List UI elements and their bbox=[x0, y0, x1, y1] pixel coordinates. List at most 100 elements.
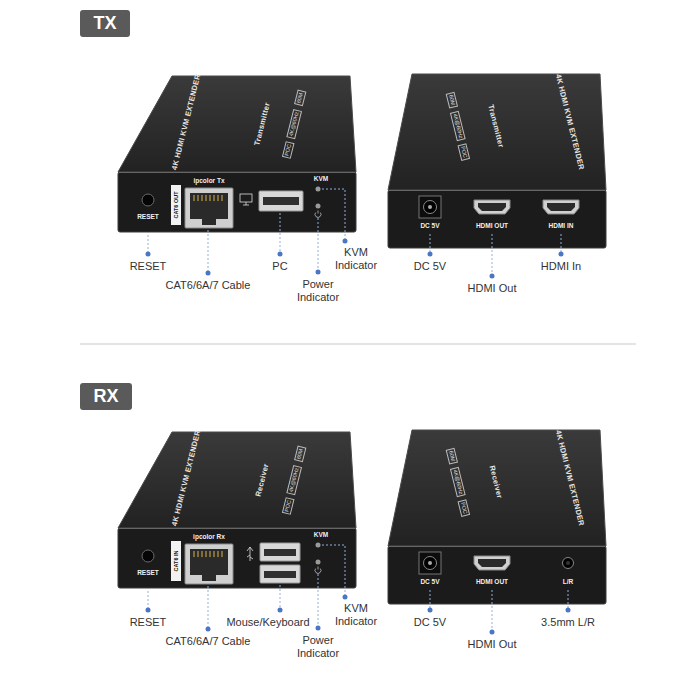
leader-line bbox=[568, 590, 569, 608]
housing-print: Receiver bbox=[488, 465, 505, 500]
leader-dot bbox=[428, 608, 433, 613]
leader-dot bbox=[428, 252, 433, 257]
callout-label: Power Indicator bbox=[287, 634, 349, 660]
receiver-group bbox=[118, 430, 606, 635]
housing-print: Receiver bbox=[254, 463, 271, 498]
leader-line bbox=[280, 213, 281, 252]
port-marking: L/R bbox=[563, 578, 573, 586]
usb-socket bbox=[264, 571, 296, 578]
housing-print: 4K HDMI KVM EXTENDER bbox=[170, 73, 203, 171]
port-marking: DC 5V bbox=[420, 222, 439, 230]
port-marking: HDMI OUT bbox=[476, 578, 508, 586]
leader-line bbox=[208, 586, 209, 627]
spec-badge: 4K@60Hz bbox=[450, 467, 465, 497]
leader-dot bbox=[146, 608, 151, 613]
callout-label: CAT6/6A/7 Cable bbox=[166, 635, 251, 648]
spec-badge: 4K@60Hz bbox=[286, 465, 301, 495]
leader-dot bbox=[559, 252, 564, 257]
usb-port bbox=[260, 543, 300, 561]
spec-badge: 4K@60Hz bbox=[286, 109, 301, 139]
pc-icon-stand bbox=[243, 202, 249, 205]
leader-line bbox=[430, 234, 431, 252]
leader-line bbox=[322, 545, 345, 595]
callout-label: DC 5V bbox=[414, 260, 446, 273]
leader-line bbox=[208, 230, 209, 271]
section-badge: RX bbox=[80, 383, 132, 410]
leader-dot bbox=[146, 252, 151, 257]
leader-dot bbox=[278, 608, 283, 613]
leader-dot bbox=[316, 626, 321, 631]
housing-print: 4K HDMI KVM EXTENDER bbox=[170, 429, 203, 527]
callout-label: HDMI In bbox=[541, 260, 581, 273]
leader-dot bbox=[316, 270, 321, 275]
callout-label: PC bbox=[272, 260, 287, 273]
leader-dots bbox=[146, 595, 571, 635]
leader-dot bbox=[343, 239, 348, 244]
usb-port bbox=[260, 565, 300, 583]
pc-icon bbox=[240, 194, 252, 202]
leader-dots bbox=[146, 239, 564, 279]
callout-label: 3.5mm L/R bbox=[541, 616, 595, 629]
leader-dot bbox=[490, 630, 495, 635]
transmitter-front bbox=[118, 76, 356, 232]
spec-badge: 4K@60Hz bbox=[450, 111, 465, 141]
leader-line bbox=[430, 590, 431, 608]
leader-dot bbox=[206, 271, 211, 276]
spec-badge: POC bbox=[282, 141, 294, 159]
leader-line bbox=[492, 234, 493, 274]
housing-print: 4K HDMI KVM EXTENDER bbox=[554, 429, 587, 527]
leader-line bbox=[561, 234, 562, 252]
leader-lines bbox=[148, 189, 561, 274]
leader-dot bbox=[566, 608, 571, 613]
callout-label: DC 5V bbox=[414, 616, 446, 629]
leader-dot bbox=[278, 252, 283, 257]
port-tag: CAT6 IN bbox=[173, 549, 180, 574]
spec-badge: POC bbox=[458, 499, 470, 517]
callout-label: RESET bbox=[130, 616, 167, 629]
leader-dot bbox=[490, 274, 495, 279]
port-tag: CAT6 OUT bbox=[173, 189, 180, 220]
leader-line bbox=[280, 585, 281, 608]
section-divider bbox=[80, 343, 636, 345]
spec-badge: POC bbox=[282, 497, 294, 515]
port-marking: KVM bbox=[314, 175, 328, 183]
port-marking: RESET bbox=[137, 213, 159, 221]
usb-icon bbox=[247, 547, 253, 561]
callout-label: KVM Indicator bbox=[327, 246, 385, 272]
port-marking: ipcolor Rx bbox=[193, 533, 225, 541]
leader-line bbox=[322, 189, 345, 239]
leader-line bbox=[318, 574, 319, 626]
callout-label: Mouse/Keyboard bbox=[226, 616, 309, 629]
leader-line bbox=[492, 590, 493, 630]
spec-badge: 60M bbox=[294, 446, 306, 462]
port-marking: HDMI OUT bbox=[476, 222, 508, 230]
transmitter-rear bbox=[388, 74, 606, 248]
housing-print: Transmitter bbox=[486, 103, 505, 148]
housing-print: 4K HDMI KVM EXTENDER bbox=[554, 73, 587, 171]
callout-label: HDMI Out bbox=[468, 638, 517, 651]
callout-label: KVM Indicator bbox=[327, 602, 385, 628]
callout-label: HDMI Out bbox=[468, 282, 517, 295]
callout-label: CAT6/6A/7 Cable bbox=[166, 279, 251, 292]
port-marking: ipcolor Tx bbox=[193, 177, 224, 185]
callout-label: RESET bbox=[130, 260, 167, 273]
audio-socket bbox=[566, 561, 570, 565]
leader-line bbox=[318, 218, 319, 270]
receiver-front bbox=[118, 432, 356, 588]
leader-dot bbox=[343, 595, 348, 600]
leader-line bbox=[148, 591, 149, 608]
callout-label: Power Indicator bbox=[287, 278, 349, 304]
usb-port bbox=[259, 191, 303, 211]
port-marking: RESET bbox=[137, 569, 159, 577]
leader-lines bbox=[148, 545, 568, 630]
audio-jack bbox=[563, 558, 574, 569]
port-marking: HDMI IN bbox=[549, 222, 574, 230]
section-title: TX bbox=[92, 12, 118, 35]
port-marking: KVM bbox=[314, 531, 328, 539]
section-title: RX bbox=[92, 385, 120, 408]
housing-print: Transmitter bbox=[252, 101, 271, 146]
spec-badge: 60M bbox=[446, 92, 458, 108]
hdmi-socket bbox=[547, 203, 575, 211]
